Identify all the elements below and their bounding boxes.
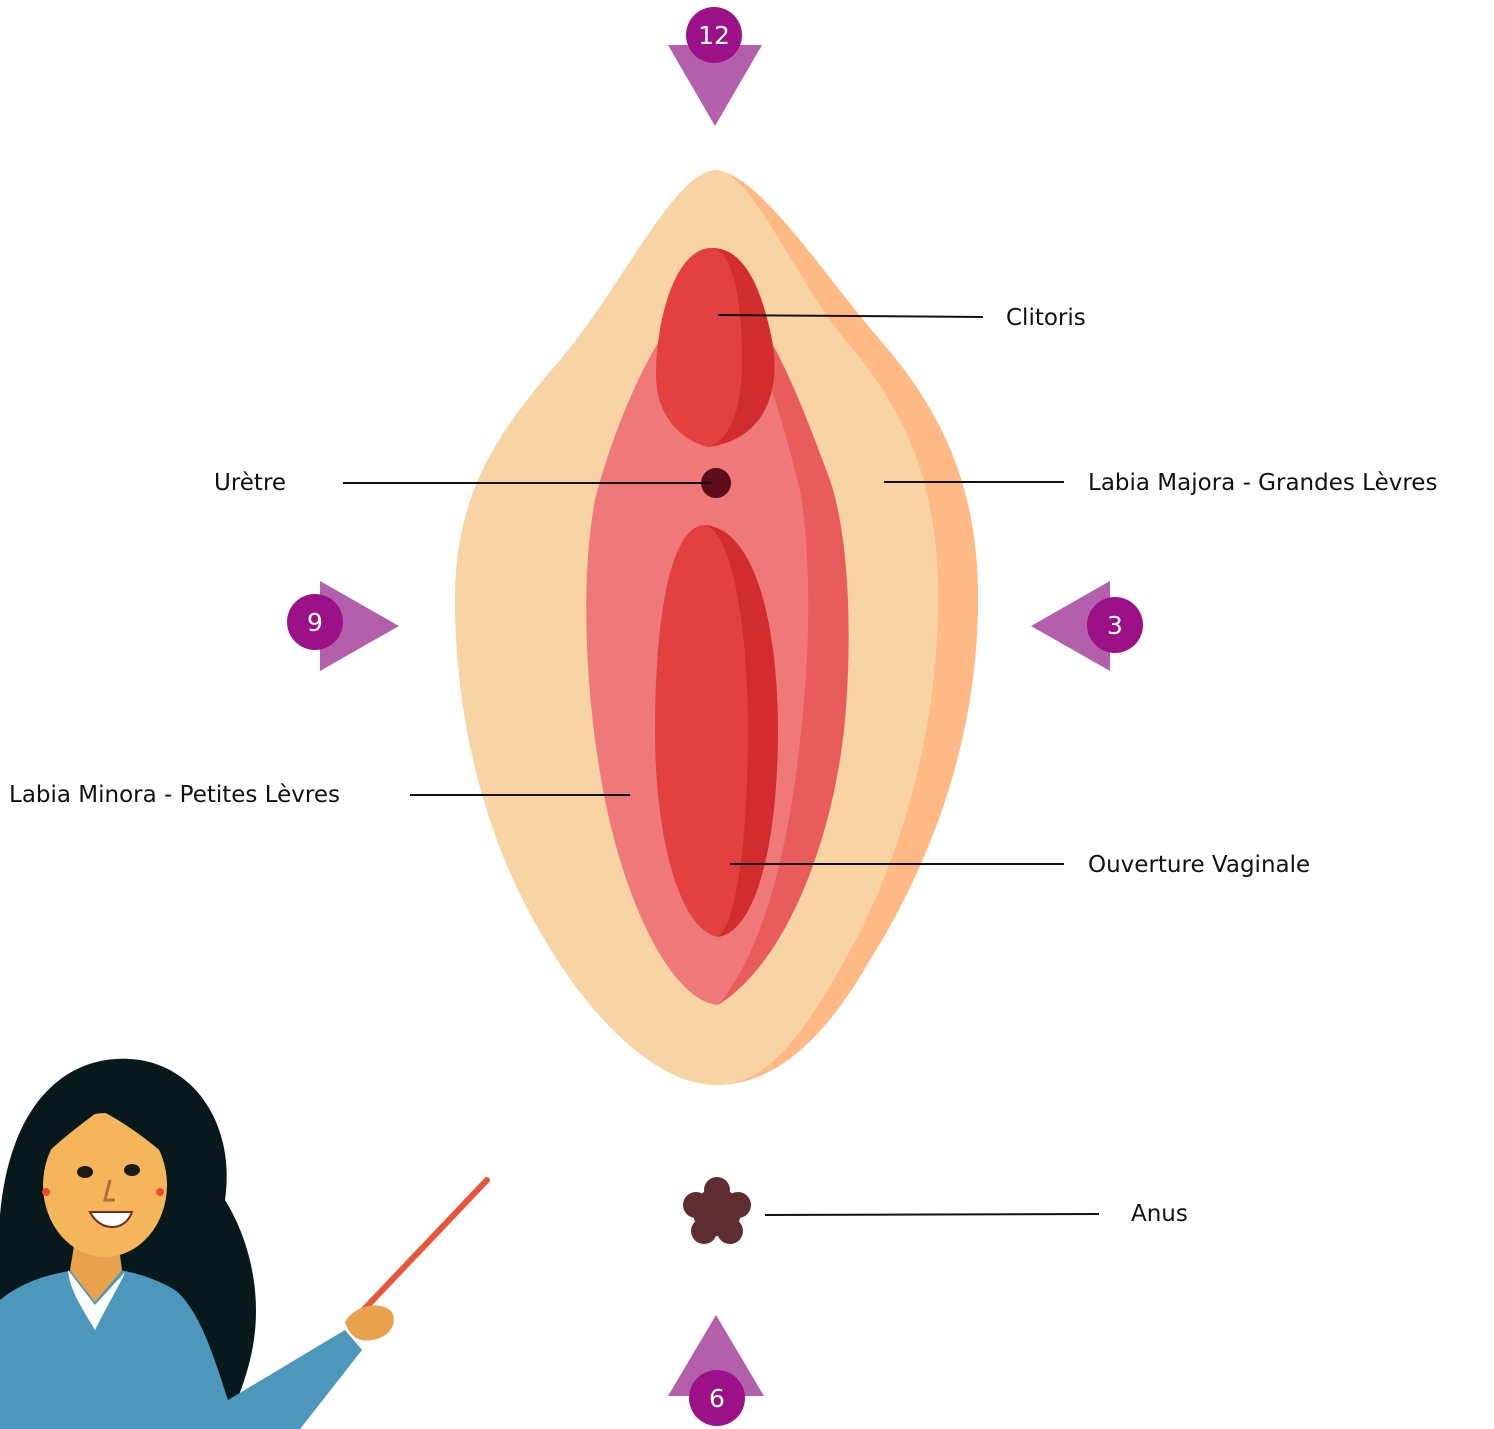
- marker-6: 6: [668, 1315, 764, 1426]
- marker-6-number: 6: [709, 1384, 725, 1413]
- marker-12: 12: [668, 7, 762, 126]
- uretre-label: Urètre: [214, 470, 286, 496]
- teacher-hand: [345, 1305, 394, 1340]
- teacher-earring-right: [156, 1188, 164, 1196]
- anus-label: Anus: [1131, 1201, 1188, 1227]
- ouverture-vaginale-label: Ouverture Vaginale: [1088, 852, 1310, 878]
- clitoris-label: Clitoris: [1006, 305, 1086, 331]
- marker-9: 9: [287, 581, 399, 671]
- marker-3: 3: [1031, 581, 1143, 671]
- marker-3-number: 3: [1107, 611, 1123, 640]
- teacher-illustration: [0, 1059, 487, 1429]
- teacher-left-eye: [77, 1166, 93, 1178]
- labia-majora-label: Labia Majora - Grandes Lèvres: [1088, 470, 1437, 496]
- marker-12-number: 12: [698, 21, 730, 50]
- teacher-right-eye: [124, 1164, 140, 1176]
- marker-9-number: 9: [307, 608, 323, 637]
- pointer-stick: [352, 1180, 487, 1322]
- labia-minora-label: Labia Minora - Petites Lèvres: [9, 782, 340, 808]
- anus-shape: [683, 1177, 751, 1244]
- anus-leader-line: [765, 1214, 1099, 1215]
- teacher-earring-left: [42, 1188, 50, 1196]
